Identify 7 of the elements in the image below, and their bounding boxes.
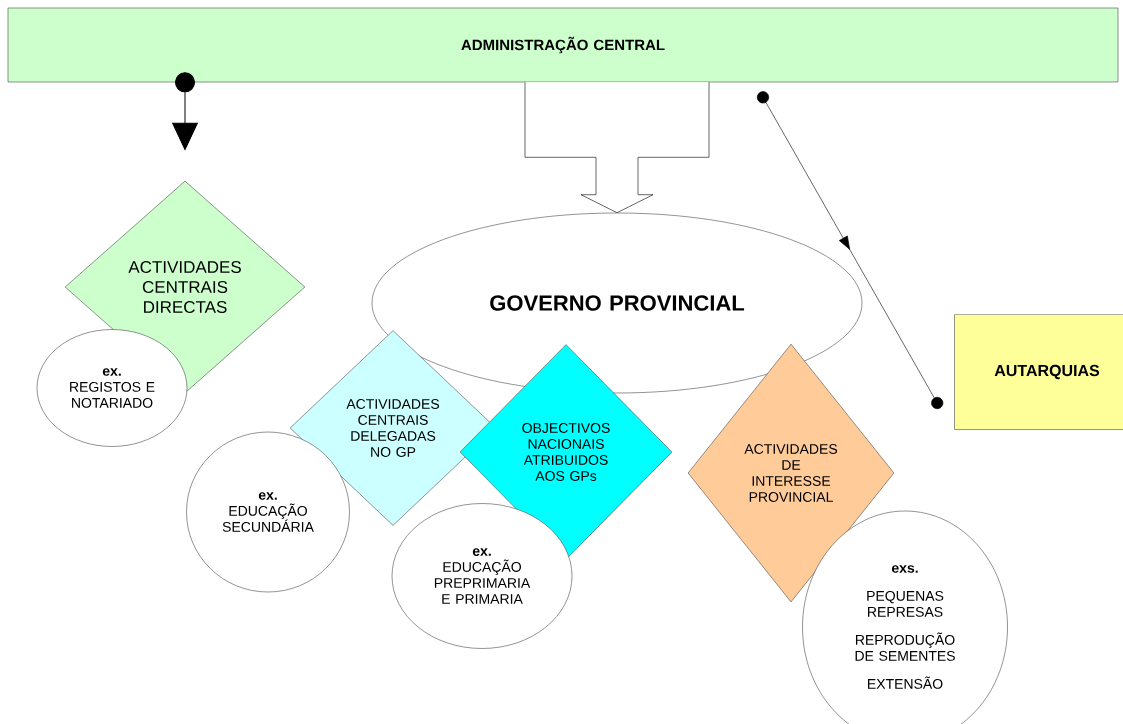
node-label: REPRODUÇÃO DE SEMENTES: [855, 632, 955, 661]
node-label: EXTENSÃO: [868, 676, 943, 689]
arrow: [757, 91, 944, 409]
block-arrow: [524, 82, 710, 213]
entity-box: AUTARQUIAS: [954, 314, 1123, 430]
header-box: ADMINISTRAÇÃO CENTRAL: [7, 7, 1119, 83]
arrow: [172, 72, 198, 150]
